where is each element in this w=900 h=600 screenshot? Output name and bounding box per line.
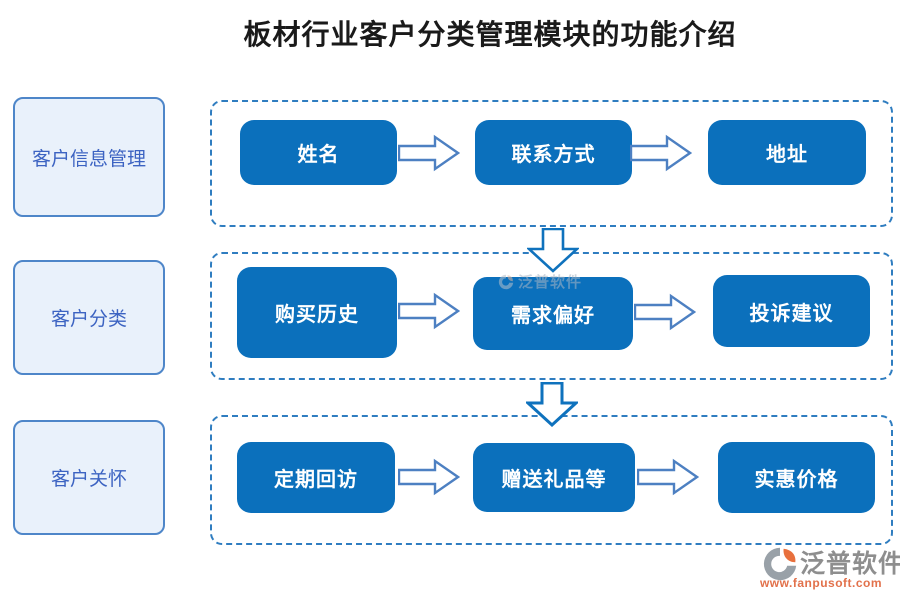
watermark-logo-icon (498, 274, 514, 290)
brand-name: 泛普软件 (800, 551, 900, 578)
right-arrow-icon (397, 458, 461, 496)
step-label: 姓名 (297, 144, 340, 166)
down-arrow-icon (524, 381, 580, 428)
step-label: 地址 (766, 144, 808, 166)
watermark-text: 泛普软件 (518, 275, 583, 291)
right-arrow-icon (636, 458, 700, 496)
brand-logo-icon (762, 546, 798, 582)
step-box-regular-visit: 定期回访 (237, 442, 395, 513)
right-arrow-icon (397, 292, 461, 330)
step-box-purchase-history: 购买历史 (237, 267, 397, 358)
step-label: 赠送礼品等 (501, 469, 607, 491)
step-label: 购买历史 (275, 304, 359, 326)
step-box-favorable-price: 实惠价格 (718, 442, 875, 513)
right-arrow-icon (397, 134, 461, 172)
step-box-gifts: 赠送礼品等 (473, 443, 635, 512)
row-label-customer-info: 客户信息管理 (13, 97, 165, 217)
step-label: 实惠价格 (754, 469, 839, 491)
step-box-demand-preference: 需求偏好 (473, 277, 633, 350)
row-label-text: 客户信息管理 (31, 148, 146, 170)
right-arrow-icon (633, 293, 697, 331)
step-label: 联系方式 (511, 144, 596, 166)
page-title: 板材行业客户分类管理模块的功能介绍 (243, 20, 737, 51)
step-label: 投诉建议 (749, 302, 834, 325)
row-label-text: 客户分类 (50, 309, 127, 330)
brand-url: www.fanpusoft.com (759, 576, 883, 590)
right-arrow-icon (629, 134, 693, 172)
watermark: 泛普软件 (498, 271, 582, 292)
down-arrow-icon (525, 227, 581, 273)
step-box-contact: 联系方式 (475, 120, 632, 185)
step-box-name: 姓名 (240, 120, 397, 185)
step-box-complaint-suggestion: 投诉建议 (713, 275, 870, 347)
row-label-customer-care: 客户关怀 (13, 420, 165, 535)
step-box-address: 地址 (708, 120, 866, 185)
row-label-text: 客户关怀 (50, 469, 127, 490)
row-label-customer-classification: 客户分类 (13, 260, 165, 375)
flow-container-row1 (210, 100, 893, 227)
step-label: 定期回访 (274, 469, 358, 491)
brand-logo: 泛普软件 www.fanpusoft.com (746, 546, 900, 596)
step-label: 需求偏好 (511, 305, 595, 327)
